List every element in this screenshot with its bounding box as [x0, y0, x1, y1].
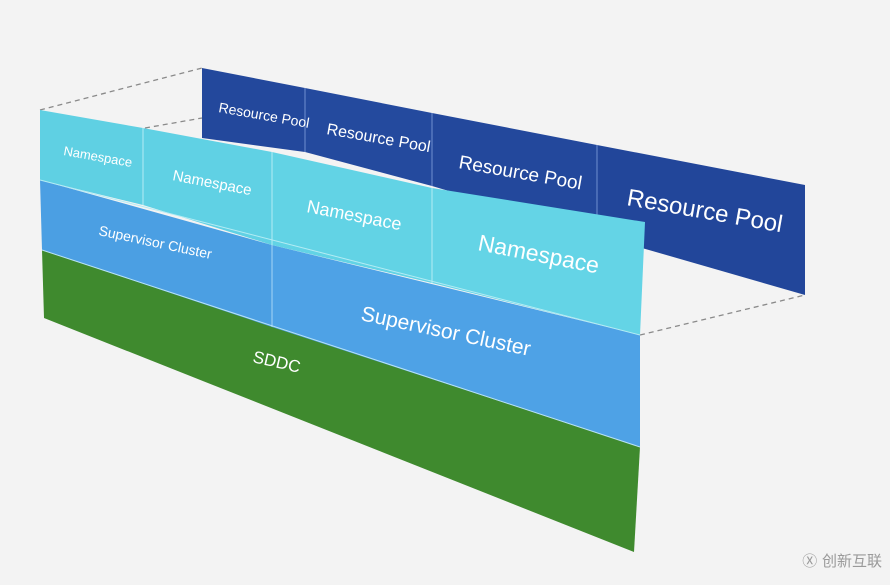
dashed-line: [39, 67, 203, 111]
resource-pool-3: [432, 113, 597, 235]
resource-pool-2: [305, 88, 432, 186]
namespace-2: [143, 128, 272, 245]
sddc-layer: SDDC: [42, 250, 640, 552]
supervisor-cluster-2: [272, 245, 640, 447]
supervisor-cluster-1: [40, 180, 272, 327]
sddc-block: [42, 250, 640, 552]
dashed-line: [144, 117, 203, 129]
dashed-connectors: [39, 67, 806, 336]
watermark-text: 创新互联: [821, 552, 882, 570]
watermark-logo-icon: Ⓧ: [802, 552, 818, 570]
namespace-4: [432, 188, 645, 335]
watermark: Ⓧ 创新互联: [802, 550, 882, 571]
namespace-layer: Namespace Namespace Namespace Namespace: [39, 110, 645, 336]
resource-pool-4: [597, 145, 805, 295]
supervisor-cluster-layer: Supervisor Cluster Supervisor Cluster: [40, 180, 641, 448]
namespace-1: [40, 110, 143, 205]
resource-pool-layer: Resource Pool Resource Pool Resource Poo…: [202, 68, 805, 295]
dashed-line: [639, 294, 806, 336]
resource-pool-1: [202, 68, 305, 152]
